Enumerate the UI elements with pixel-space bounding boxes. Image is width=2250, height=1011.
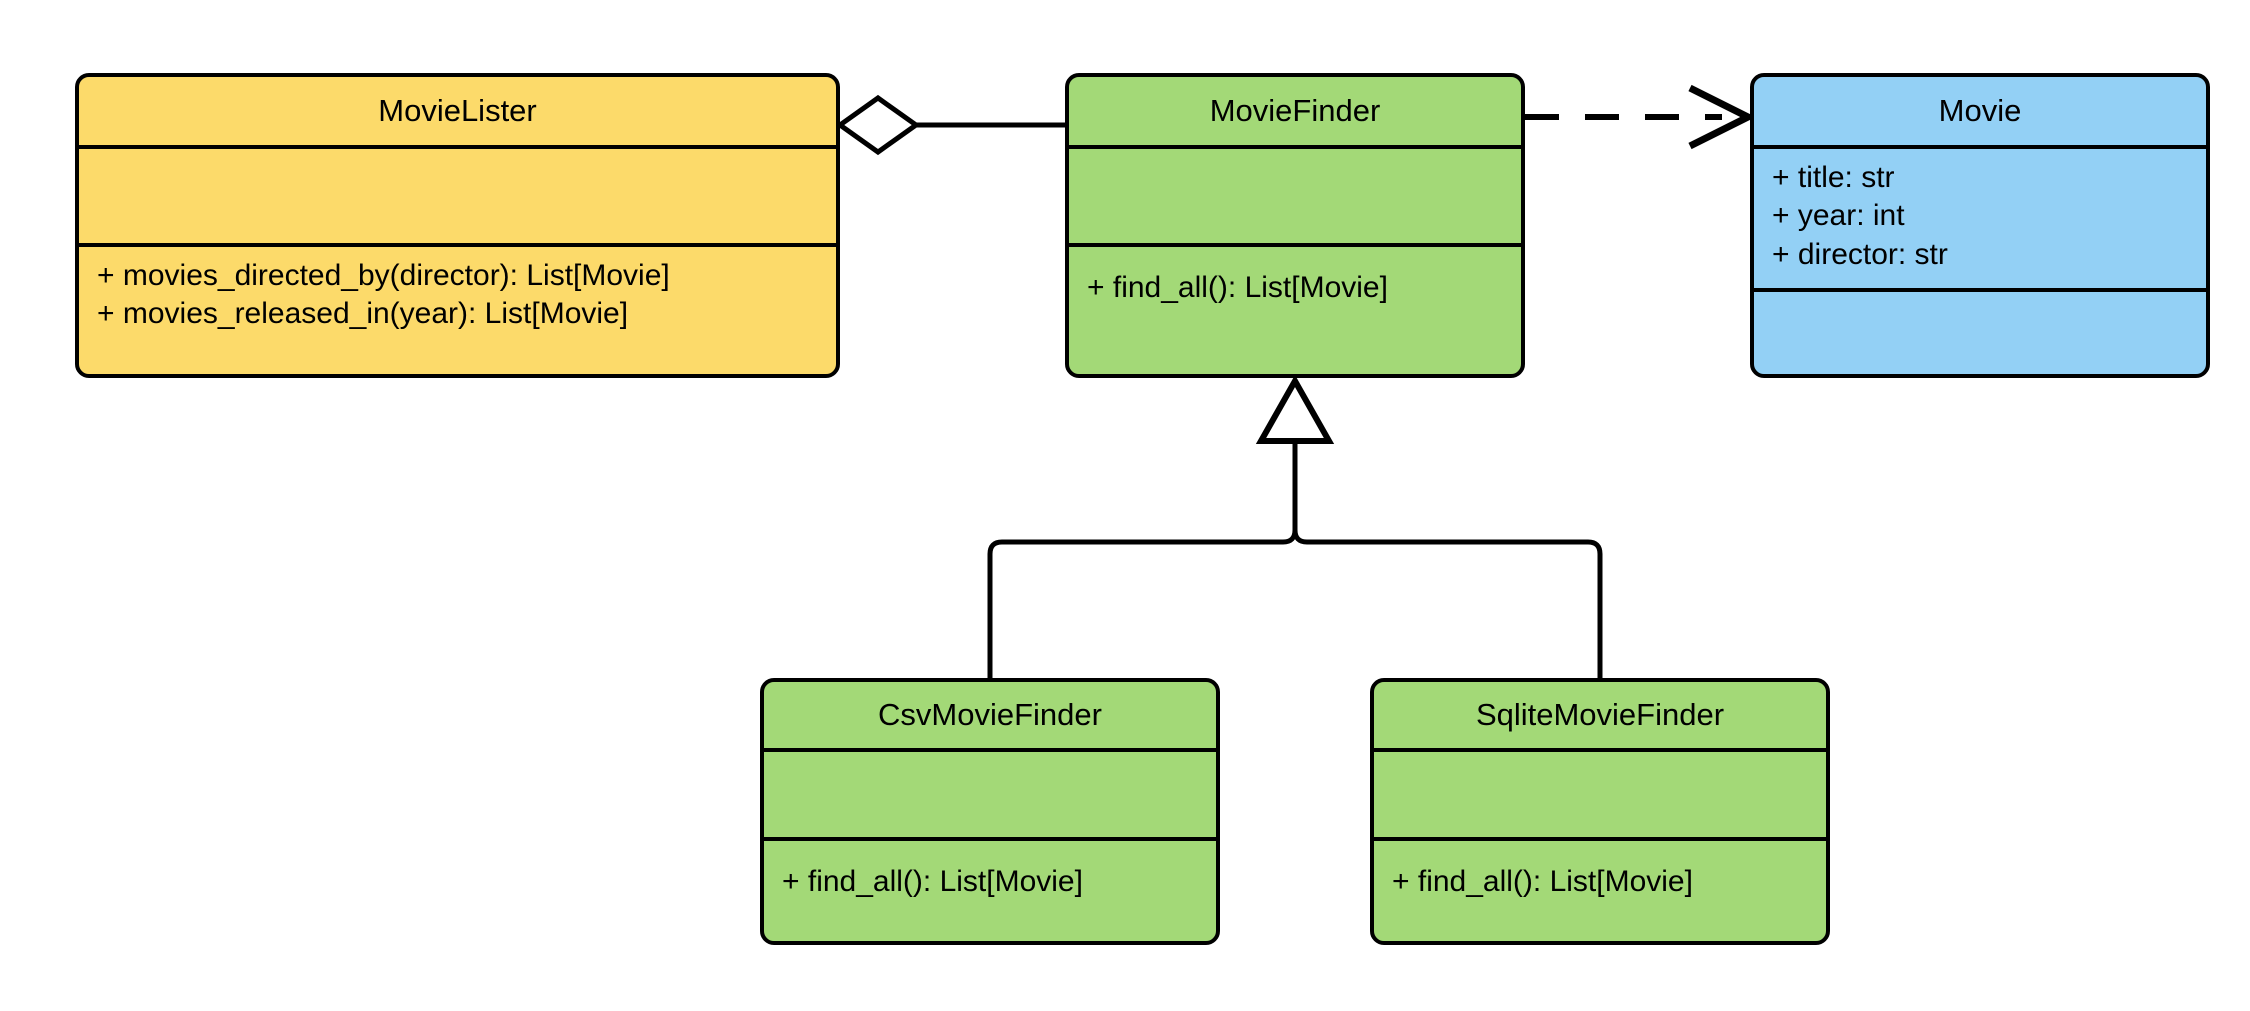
attributes-compartment-movie-finder	[1069, 145, 1521, 243]
methods-compartment-movie-lister: + movies_directed_by(director): List[Mov…	[79, 243, 836, 374]
open-arrow-icon	[1688, 84, 1756, 150]
generalization-branch-csv	[987, 419, 1298, 678]
attribute-item: + year: int	[1772, 199, 1905, 233]
class-box-movie-finder[interactable]: MovieFinder + find_all(): List[Movie]	[1065, 73, 1525, 378]
hollow-diamond-icon	[835, 94, 921, 156]
class-name-csv-movie-finder: CsvMovieFinder	[878, 697, 1102, 733]
attributes-compartment-movie: + title: str + year: int + director: str	[1754, 145, 2206, 288]
dependency-finder-movie-edge	[1525, 84, 1756, 150]
class-name-movie-finder: MovieFinder	[1209, 93, 1381, 129]
attributes-compartment-sqlite-movie-finder	[1374, 748, 1826, 837]
method-item: + movies_directed_by(director): List[Mov…	[97, 259, 670, 292]
aggregation-lister-finder-edge	[835, 94, 1065, 156]
methods-compartment-sqlite-movie-finder: + find_all(): List[Movie]	[1374, 837, 1826, 941]
methods-compartment-movie	[1754, 288, 2206, 374]
attributes-compartment-csv-movie-finder	[764, 748, 1216, 837]
generalization-tree-edge	[987, 374, 1603, 678]
class-box-movie-lister[interactable]: MovieLister + movies_directed_by(directo…	[75, 73, 840, 378]
class-name-movie: Movie	[1938, 93, 2022, 129]
methods-compartment-movie-finder: + find_all(): List[Movie]	[1069, 243, 1521, 374]
method-item: + find_all(): List[Movie]	[782, 865, 1083, 898]
generalization-branch-sqlite	[1292, 419, 1603, 678]
method-item: + movies_released_in(year): List[Movie]	[97, 297, 629, 331]
attribute-item: + director: str	[1772, 237, 1948, 271]
class-box-movie[interactable]: Movie + title: str + year: int + directo…	[1750, 73, 2210, 378]
methods-compartment-csv-movie-finder: + find_all(): List[Movie]	[764, 837, 1216, 941]
method-item: + find_all(): List[Movie]	[1087, 271, 1388, 304]
class-name-movie-lister: MovieLister	[378, 93, 537, 129]
class-box-sqlite-movie-finder[interactable]: SqliteMovieFinder + find_all(): List[Mov…	[1370, 678, 1830, 945]
method-item: + find_all(): List[Movie]	[1392, 865, 1693, 898]
class-box-csv-movie-finder[interactable]: CsvMovieFinder + find_all(): List[Movie]	[760, 678, 1220, 945]
attributes-compartment-movie-lister	[79, 145, 836, 243]
class-name-sqlite-movie-finder: SqliteMovieFinder	[1475, 697, 1725, 733]
hollow-triangle-icon	[1255, 374, 1335, 444]
attribute-item: + title: str	[1772, 161, 1895, 194]
